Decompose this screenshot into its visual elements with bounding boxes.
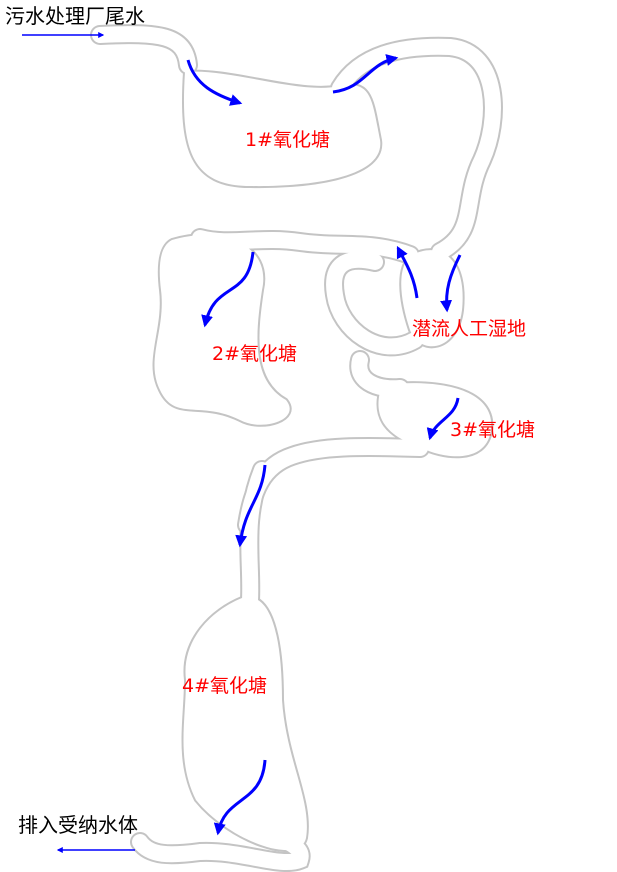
- flow-arrow-icon: [186, 59, 243, 106]
- pond2-label: 2#氧化塘: [212, 343, 298, 365]
- channel-outline: [100, 34, 493, 862]
- flow-arrow-icon: [213, 759, 267, 836]
- flow-arrow-icon: [396, 245, 419, 299]
- flow-arrow-icon: [332, 54, 399, 94]
- outflow-label: 排入受纳水体: [18, 813, 138, 837]
- pond4-label: 4#氧化塘: [182, 675, 268, 697]
- flow-arrow-icon: [235, 464, 267, 548]
- flow-arrow-icon: [201, 251, 255, 328]
- inflow-label: 污水处理厂尾水: [5, 4, 145, 28]
- pond3-label: 3#氧化塘: [450, 419, 536, 441]
- flow-arrow-icon: [440, 254, 462, 313]
- flow-arrow-icon: [426, 397, 460, 441]
- wetland-label: 潜流人工湿地: [412, 318, 527, 340]
- pond1-label: 1#氧化塘: [245, 129, 331, 151]
